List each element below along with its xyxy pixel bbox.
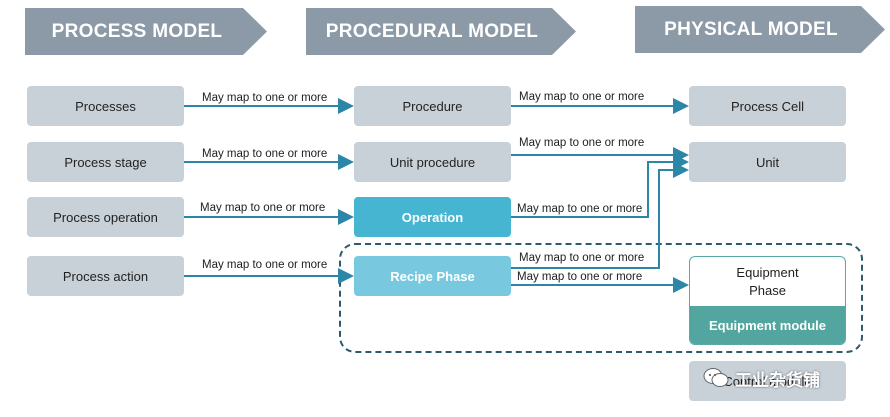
mapping-label: May map to one or more [200, 202, 326, 214]
mapping-label: May map to one or more [519, 91, 645, 103]
processes-box: Processes [27, 86, 184, 126]
arrow-operation-unit [511, 154, 689, 218]
procedural-model-header: PROCEDURAL MODEL [306, 8, 576, 55]
mapping-label: May map to one or more [519, 252, 645, 264]
mapping-label: May map to one or more [202, 259, 328, 271]
mapping-label: May map to one or more [517, 203, 643, 215]
chat-bubble-icon [703, 368, 729, 387]
equipment-phase-label: Equipment Phase [736, 265, 799, 298]
process-cell-box: Process Cell [689, 86, 846, 126]
process-operation-box: Process operation [27, 197, 184, 237]
procedure-box: Procedure [354, 86, 511, 126]
recipe-phase-box: Recipe Phase [354, 256, 511, 296]
process-model-header: PROCESS MODEL [25, 8, 267, 55]
watermark-text: 工业杂货铺 [735, 370, 820, 390]
unit-box: Unit [689, 142, 846, 182]
mapping-label: May map to one or more [202, 92, 328, 104]
operation-box: Operation [354, 197, 511, 237]
equipment-module-box: Equipment module [690, 306, 845, 344]
process-stage-box: Process stage [27, 142, 184, 182]
phase-grouping-outline [339, 243, 863, 353]
mapping-label: May map to one or more [202, 148, 328, 160]
process-action-box: Process action [27, 256, 184, 296]
watermark: 工业杂货铺 [703, 362, 820, 394]
mapping-label: May map to one or more [517, 271, 643, 283]
arrow-recipe-phase-unit [511, 162, 689, 269]
unit-procedure-box: Unit procedure [354, 142, 511, 182]
physical-model-header: PHYSICAL MODEL [635, 6, 885, 53]
mapping-label: May map to one or more [519, 137, 645, 149]
equipment-group: Equipment Phase Equipment module [689, 256, 846, 345]
